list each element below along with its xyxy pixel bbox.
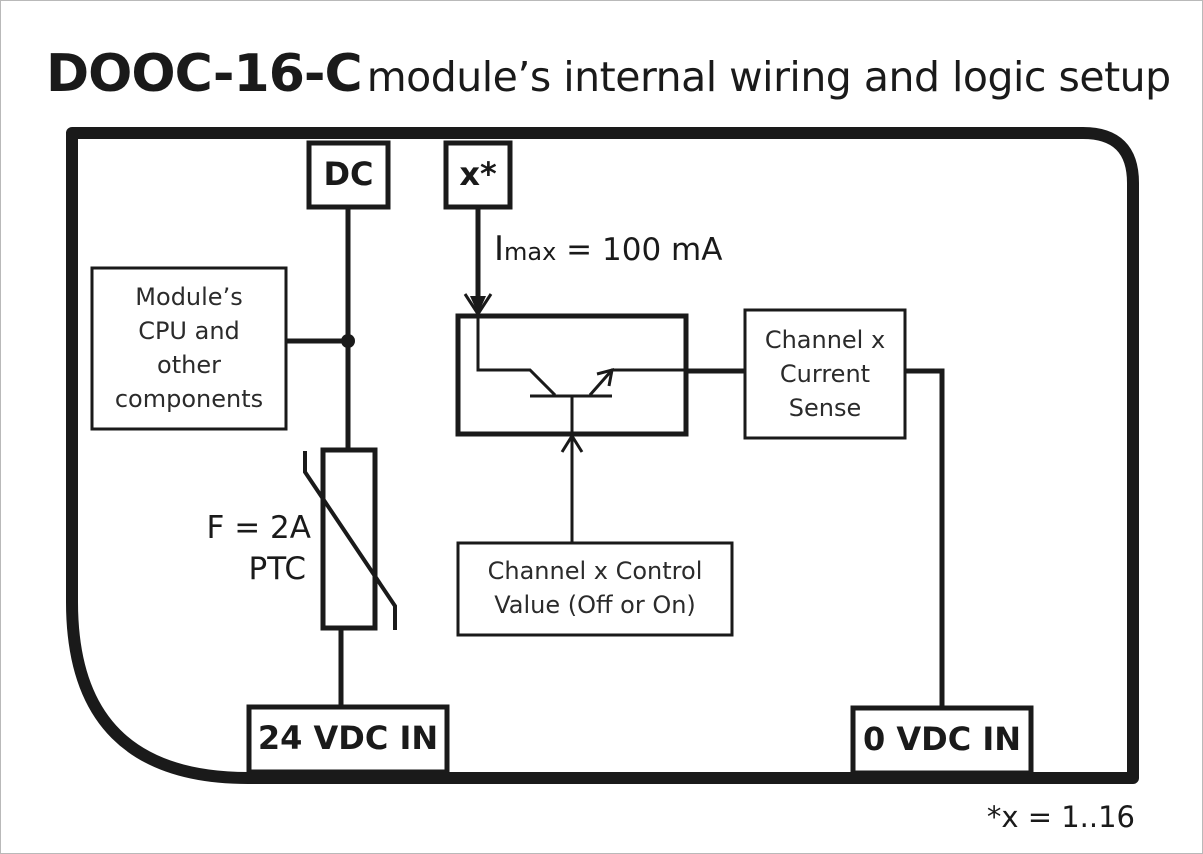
page-title: DOOC-16-C module’s internal wiring and l… bbox=[46, 44, 1171, 104]
control-box bbox=[456, 541, 734, 637]
fuse-type-label: PTC bbox=[248, 551, 306, 587]
sense-to-0v-wire bbox=[905, 368, 945, 708]
ptc-diagonal bbox=[303, 451, 397, 630]
terminal-x bbox=[443, 140, 513, 210]
current-sense-text: Channel x Current Sense bbox=[745, 323, 905, 425]
control-line-1: Channel x Control bbox=[487, 557, 703, 585]
current-sense-box bbox=[743, 308, 907, 440]
terminal-x-label: x* bbox=[459, 155, 497, 193]
cpu-line-3: other bbox=[157, 351, 221, 379]
junction-dot bbox=[341, 334, 355, 348]
title-model: DOOC-16-C bbox=[46, 44, 363, 104]
sense-line-2: Current bbox=[779, 360, 871, 388]
control-arrow bbox=[560, 433, 584, 453]
title-description: module’s internal wiring and logic setup bbox=[366, 53, 1171, 101]
sense-line-1: Channel x bbox=[764, 326, 886, 354]
imax-symbol: I bbox=[494, 229, 505, 269]
cpu-box bbox=[90, 266, 288, 431]
module-enclosure bbox=[66, 127, 1139, 784]
terminal-24vdc bbox=[246, 704, 450, 775]
cpu-line-4: components bbox=[114, 385, 264, 413]
cpu-line-2: CPU and bbox=[138, 317, 240, 345]
terminal-24vdc-label: 24 VDC IN bbox=[257, 719, 439, 757]
cpu-box-text: Module’s CPU and other components bbox=[92, 280, 286, 416]
footnote: *x = 1..16 bbox=[986, 800, 1135, 834]
control-line-2: Value (Off or On) bbox=[494, 591, 696, 619]
terminal-dc bbox=[306, 140, 391, 210]
terminal-0vdc bbox=[850, 705, 1034, 776]
cpu-line-1: Module’s bbox=[135, 283, 243, 311]
imax-subscript: max bbox=[504, 238, 557, 266]
imax-label: Imax = 100 mA bbox=[494, 229, 722, 269]
terminal-dc-label: DC bbox=[323, 155, 374, 193]
sense-line-3: Sense bbox=[788, 394, 862, 422]
terminal-0vdc-label: 0 VDC IN bbox=[862, 720, 1022, 758]
x-arrow-head bbox=[470, 296, 486, 314]
transistor-collector bbox=[476, 318, 557, 397]
imax-value: = 100 mA bbox=[556, 232, 723, 268]
emitter-arrow bbox=[596, 367, 614, 387]
fuse-rating-label: F = 2A bbox=[206, 510, 311, 546]
control-text: Channel x Control Value (Off or On) bbox=[458, 554, 732, 622]
